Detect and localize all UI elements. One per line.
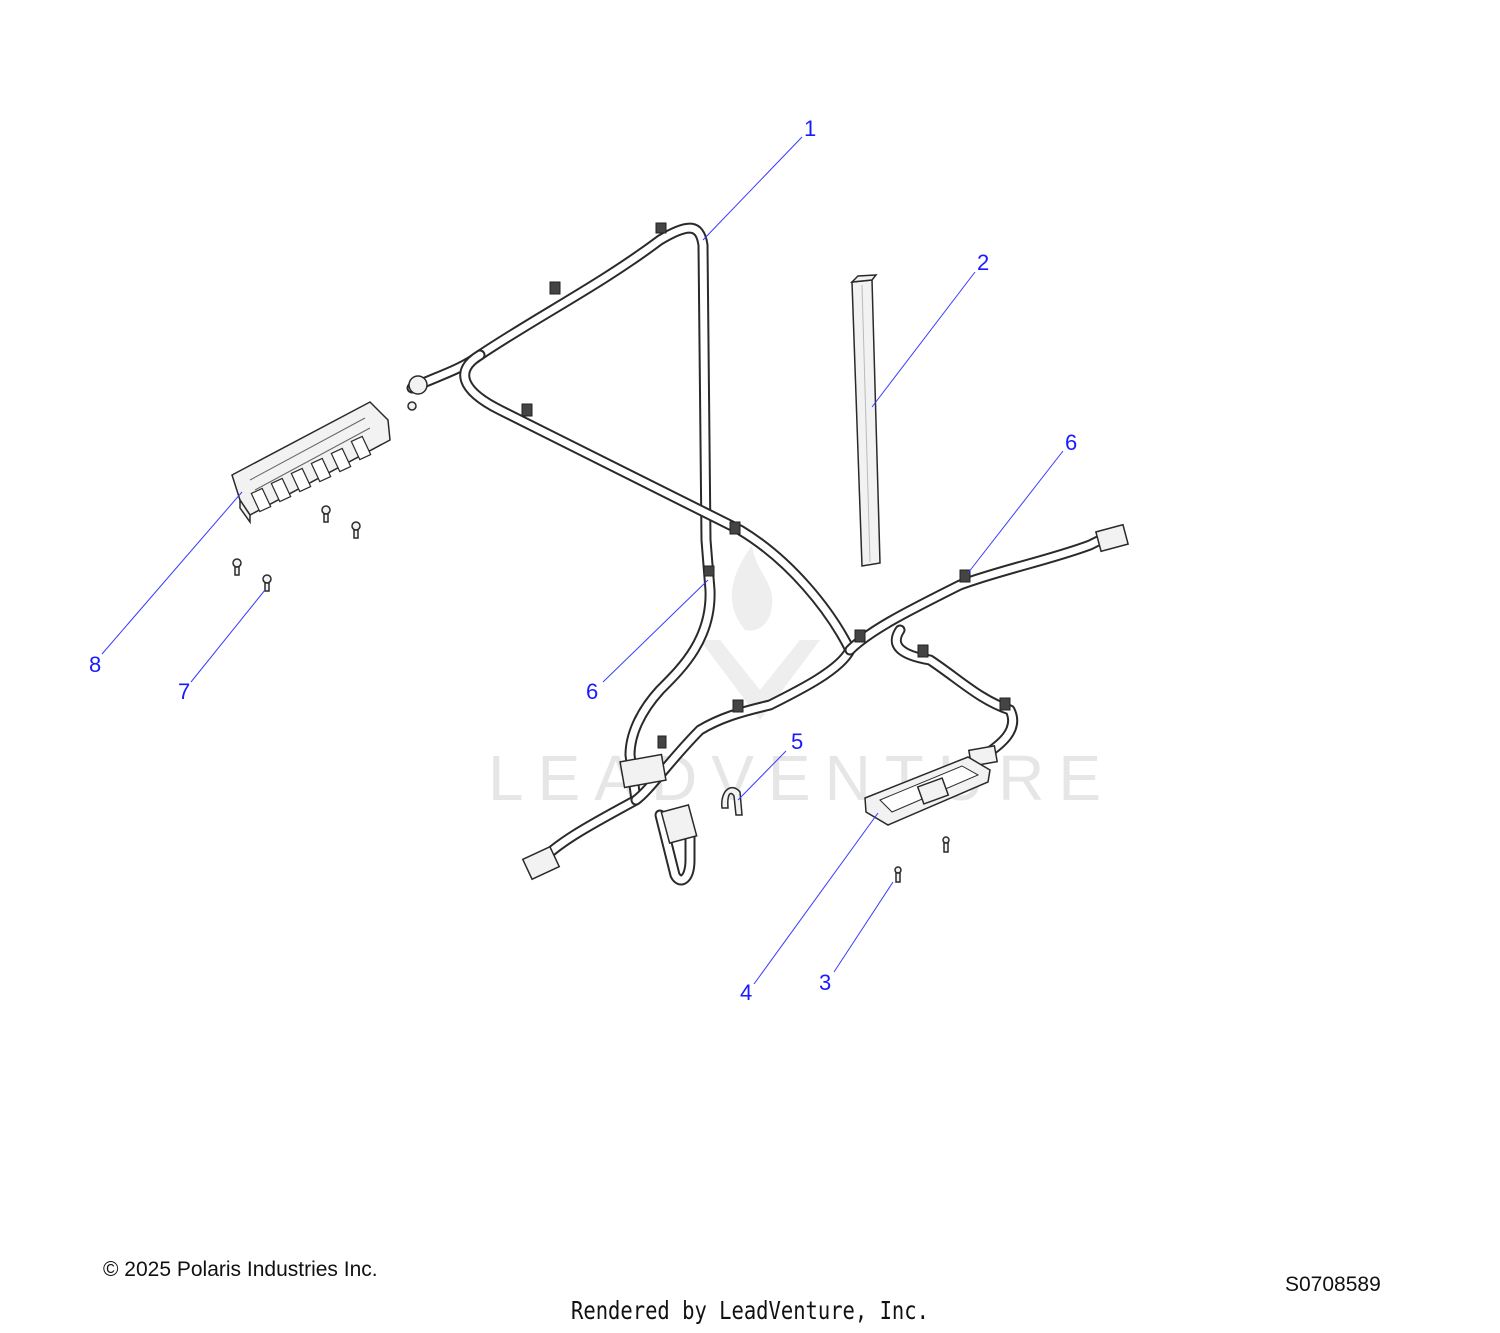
watermark-logo-icon	[700, 640, 820, 720]
watermark-text: LEADVENTURE	[488, 742, 1115, 814]
callout-5: 5	[791, 729, 803, 754]
callout-8: 8	[89, 652, 101, 677]
callout-6b: 6	[586, 679, 598, 704]
callout-1: 1	[804, 116, 816, 141]
callout-7: 7	[178, 679, 190, 704]
watermark-flame-icon	[731, 545, 773, 631]
leader-lines	[101, 136, 1064, 985]
callout-3: 3	[819, 970, 831, 995]
clip	[721, 787, 743, 816]
conduit-tube	[849, 274, 881, 567]
rendered-by-text: Rendered by LeadVenture, Inc.	[571, 1296, 929, 1325]
callout-6a: 6	[1065, 430, 1077, 455]
callout-2: 2	[977, 250, 989, 275]
fuse-relay-box	[231, 401, 391, 525]
drawing-id: S0708589	[1285, 1273, 1381, 1296]
watermark: LEADVENTURE	[488, 545, 1115, 814]
wire-harness	[406, 222, 1130, 886]
bracket-plate	[864, 756, 991, 826]
callout-4: 4	[740, 980, 752, 1005]
callouts: 1 2 6 6 5 4 3 8 7	[89, 116, 1077, 1005]
screws	[232, 505, 950, 883]
copyright-text: © 2025 Polaris Industries Inc.	[103, 1258, 378, 1281]
